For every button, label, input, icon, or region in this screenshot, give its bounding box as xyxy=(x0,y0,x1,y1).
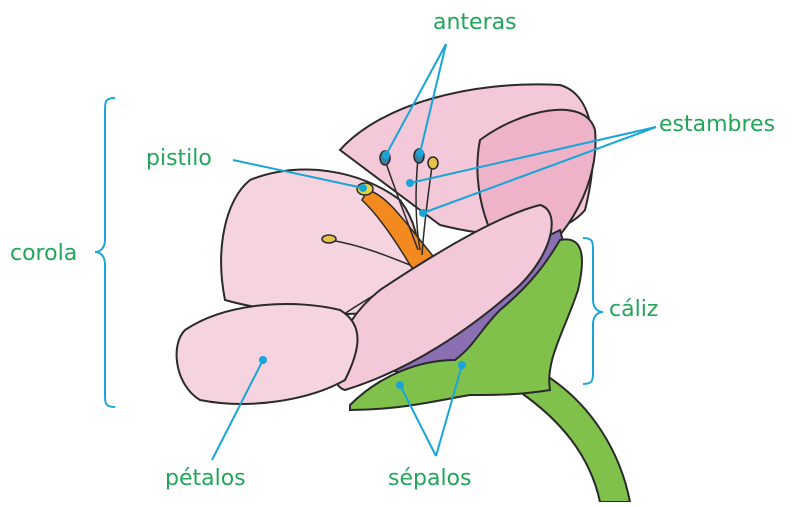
caliz-brace xyxy=(583,238,603,384)
label-corola: corola xyxy=(10,241,77,267)
petal-front-left xyxy=(177,304,358,404)
corola-brace xyxy=(95,98,115,407)
label-anteras: anteras xyxy=(433,10,517,36)
label-pistilo: pistilo xyxy=(146,146,212,172)
label-petalos: pétalos xyxy=(165,466,246,492)
label-estambres: estambres xyxy=(659,112,775,138)
stem xyxy=(520,378,630,502)
label-sepalos: sépalos xyxy=(388,466,471,492)
label-caliz: cáliz xyxy=(609,297,658,323)
